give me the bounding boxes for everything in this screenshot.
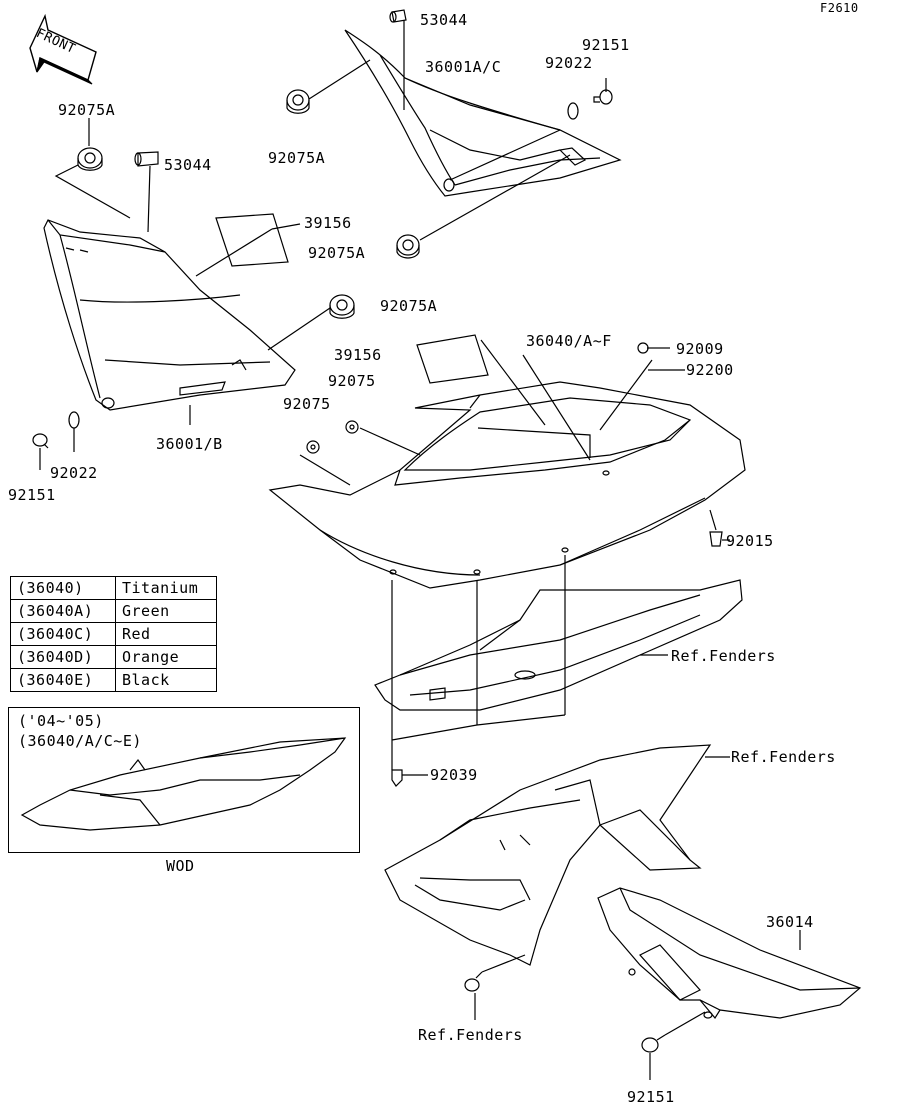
label-ref-fenders-3: Ref.Fenders: [418, 1026, 523, 1044]
seat-cowl: [268, 381, 746, 589]
label-92039: 92039: [430, 766, 478, 784]
side-cover-upper: [344, 29, 622, 197]
bolt-92151-top: [593, 89, 613, 105]
label-92022-top: 92022: [545, 54, 593, 72]
pin-53044-top: [389, 9, 407, 23]
color-table-code: (36040D): [10, 645, 116, 669]
inset-code: WOD: [166, 857, 195, 875]
washer-92022-left: [68, 411, 80, 429]
grommet-92075a-left: [77, 147, 103, 171]
color-table-row: (36040C)Red: [10, 622, 217, 646]
label-92200: 92200: [686, 361, 734, 379]
decal-39156-mid: [416, 334, 489, 384]
inset-parts: (36040/A/C~E): [18, 732, 142, 750]
label-39156-left: 39156: [304, 214, 352, 232]
label-92075a-mid: 92075A: [308, 244, 366, 262]
label-92151-bottom: 92151: [627, 1088, 675, 1106]
grommet-92075a-top: [286, 89, 310, 114]
clip-92039: [391, 769, 403, 787]
color-table-color: Green: [115, 599, 217, 623]
grommet-92075a-mid: [329, 294, 355, 319]
grommet-92075a-right: [396, 234, 420, 259]
rear-fender-lower: [384, 744, 712, 966]
label-92151-top: 92151: [582, 36, 630, 54]
label-53044-top: 53044: [420, 11, 468, 29]
bolt-92151-bottom: [641, 1034, 666, 1053]
front-arrow-icon: [29, 13, 97, 85]
nut-92075-b: [345, 420, 359, 434]
color-table-row: (36040D)Orange: [10, 645, 217, 669]
label-53044-left: 53044: [164, 156, 212, 174]
label-39156-mid: 39156: [334, 346, 382, 364]
inset-years: ('04~'05): [18, 712, 104, 730]
color-table-row: (36040E)Black: [10, 668, 217, 692]
nut-92075-a: [306, 440, 320, 454]
decal-39156-left: [215, 213, 289, 267]
color-table-row: (36040A)Green: [10, 599, 217, 623]
label-92022-left: 92022: [50, 464, 98, 482]
label-92075a-left: 92075A: [58, 101, 116, 119]
pin-53044-left: [134, 151, 159, 167]
label-92075-a: 92075: [283, 395, 331, 413]
color-table: (36040)Titanium(36040A)Green(36040C)Red(…: [10, 576, 217, 692]
screw-92009: [637, 342, 656, 354]
inset-cowl: [20, 737, 347, 831]
label-ref-fenders-1: Ref.Fenders: [671, 647, 776, 665]
bolt-92151-left: [32, 433, 49, 449]
label-92151-left: 92151: [8, 486, 56, 504]
side-cover-left: [43, 219, 296, 411]
washer-92022-top: [567, 102, 579, 120]
color-table-code: (36040A): [10, 599, 116, 623]
label-92009: 92009: [676, 340, 724, 358]
bolt-fender-lower: [464, 971, 483, 992]
color-table-color: Red: [115, 622, 217, 646]
label-36001b: 36001/B: [156, 435, 223, 453]
color-table-code: (36040C): [10, 622, 116, 646]
label-36014: 36014: [766, 913, 814, 931]
color-table-color: Titanium: [115, 576, 217, 600]
label-ref-fenders-2: Ref.Fenders: [731, 748, 836, 766]
label-36001ac: 36001A/C: [425, 58, 502, 76]
color-table-color: Orange: [115, 645, 217, 669]
collar-92015: [709, 531, 723, 547]
color-table-color: Black: [115, 668, 217, 692]
label-92015: 92015: [726, 532, 774, 550]
rear-fender-inner: [374, 579, 743, 711]
color-table-code: (36040): [10, 576, 116, 600]
label-92075a-right: 92075A: [380, 297, 438, 315]
chain-cover: [597, 887, 862, 1020]
color-table-code: (36040E): [10, 668, 116, 692]
color-table-row: (36040)Titanium: [10, 576, 217, 600]
label-92075-b: 92075: [328, 372, 376, 390]
inset-box: [8, 707, 360, 853]
label-92075a-top: 92075A: [268, 149, 326, 167]
figure-code: F2610: [820, 1, 859, 15]
label-36040: 36040/A~F: [526, 332, 612, 350]
